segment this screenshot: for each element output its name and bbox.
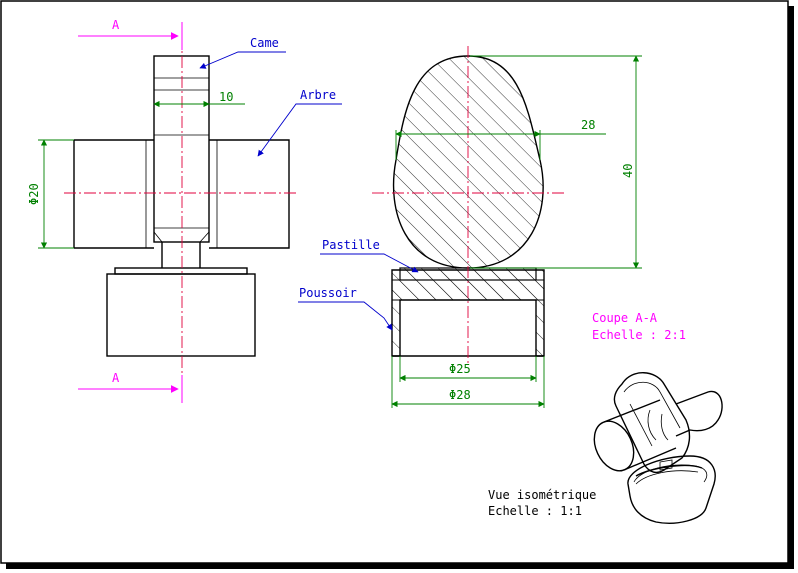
iso-cam [613, 372, 691, 474]
section-mark-bottom: A [112, 371, 120, 385]
iso-view-title: Vue isométrique [488, 488, 596, 502]
dim-pusher-outer: Φ28 [449, 388, 471, 402]
isometric-view: Vue isométrique Echelle : 1:1 [488, 372, 723, 524]
label-arbre: Arbre [300, 88, 336, 102]
dim-shaft-width: 10 [219, 90, 233, 104]
dim-cam-width: 28 [581, 118, 595, 132]
iso-poussoir [627, 455, 716, 524]
poussoir-front [106, 273, 256, 357]
dim-cam-height: 40 [621, 164, 635, 178]
dim-pusher-inner: Φ25 [449, 362, 471, 376]
shaft-outline [73, 139, 290, 249]
iso-shaft-right [675, 390, 723, 437]
section-mark-top: A [112, 18, 120, 32]
section-view: 28 40 Φ25 Φ28 Pastille Poussoir Coupe A-… [298, 46, 686, 408]
section-view-scale: Echelle : 2:1 [592, 328, 686, 342]
dim-shaft-diameter: Φ20 [27, 183, 41, 205]
iso-view-scale: Echelle : 1:1 [488, 504, 582, 518]
section-view-title: Coupe A-A [592, 311, 658, 325]
label-pastille: Pastille [322, 238, 380, 252]
label-poussoir: Poussoir [299, 286, 357, 300]
label-came: Came [250, 36, 279, 50]
front-view: A A 10 Φ20 Came Arbre [27, 18, 342, 403]
cam-outline [153, 55, 210, 243]
